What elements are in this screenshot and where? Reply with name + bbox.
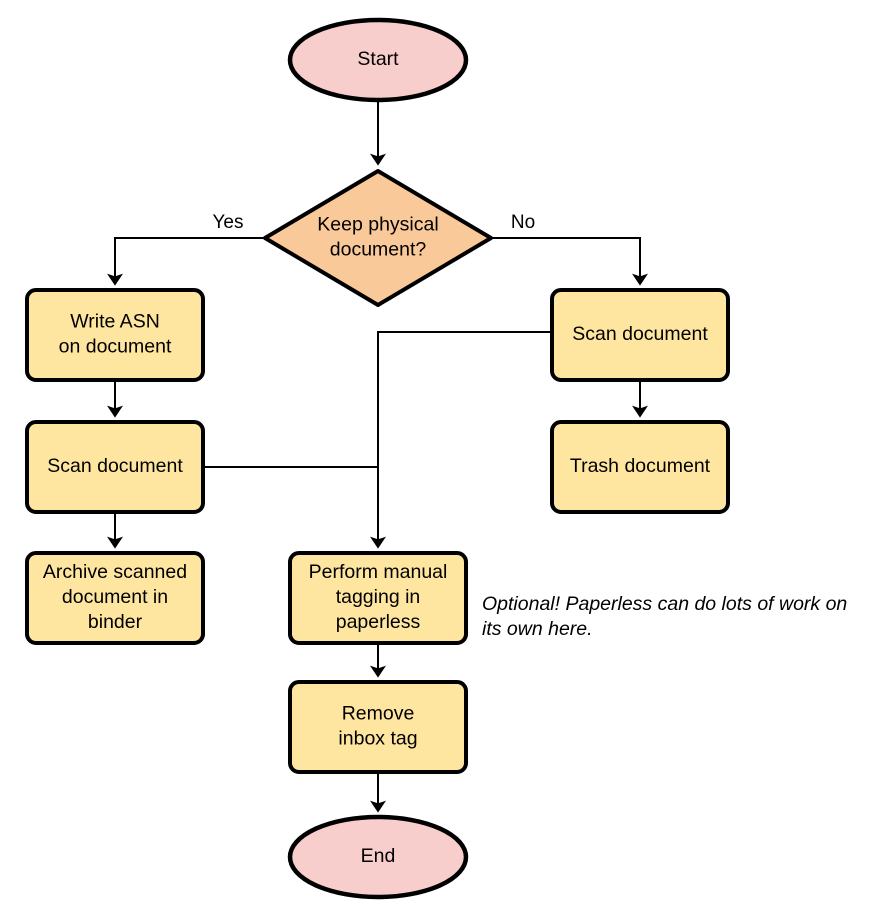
node-end[interactable]: End <box>287 814 469 900</box>
node-label-end: End <box>361 845 396 867</box>
edge-decision-no-to-scan-right <box>492 237 648 286</box>
node-label-scan-document-right: Scan document <box>572 323 708 345</box>
node-shape-rect <box>25 420 205 514</box>
node-shape-ellipse <box>287 814 469 900</box>
node-scan-document-left[interactable]: Scan document <box>25 420 205 514</box>
node-label-scan-document-left: Scan document <box>47 455 183 477</box>
node-shape-ellipse <box>287 17 469 103</box>
annotation-optional-note: Optional! Paperless can do lots of work … <box>482 593 847 640</box>
node-shape-rect <box>550 420 730 514</box>
node-scan-document-right[interactable]: Scan document <box>550 288 730 382</box>
node-trash-document[interactable]: Trash document <box>550 420 730 514</box>
node-label-trash-document: Trash document <box>570 455 711 477</box>
edge-label-yes-label: Yes <box>213 212 244 233</box>
node-shape-rect <box>288 551 468 645</box>
edge-scan-right-to-tagging <box>370 331 552 549</box>
node-shape-rect <box>288 680 468 774</box>
node-shape-rect <box>550 288 730 382</box>
edge-label-no-label: No <box>511 212 535 233</box>
edge-labels-layer: Yes No <box>213 212 536 233</box>
edge-decision-yes-to-write-asn <box>107 237 265 286</box>
node-start[interactable]: Start <box>287 17 469 103</box>
node-shape-rect <box>25 551 205 645</box>
node-label-start: Start <box>357 48 399 70</box>
node-shape-rect <box>25 288 205 382</box>
edges-layer <box>107 100 648 813</box>
annotations-layer: Optional! Paperless can do lots of work … <box>482 593 847 640</box>
node-shape-diamond <box>263 169 493 307</box>
